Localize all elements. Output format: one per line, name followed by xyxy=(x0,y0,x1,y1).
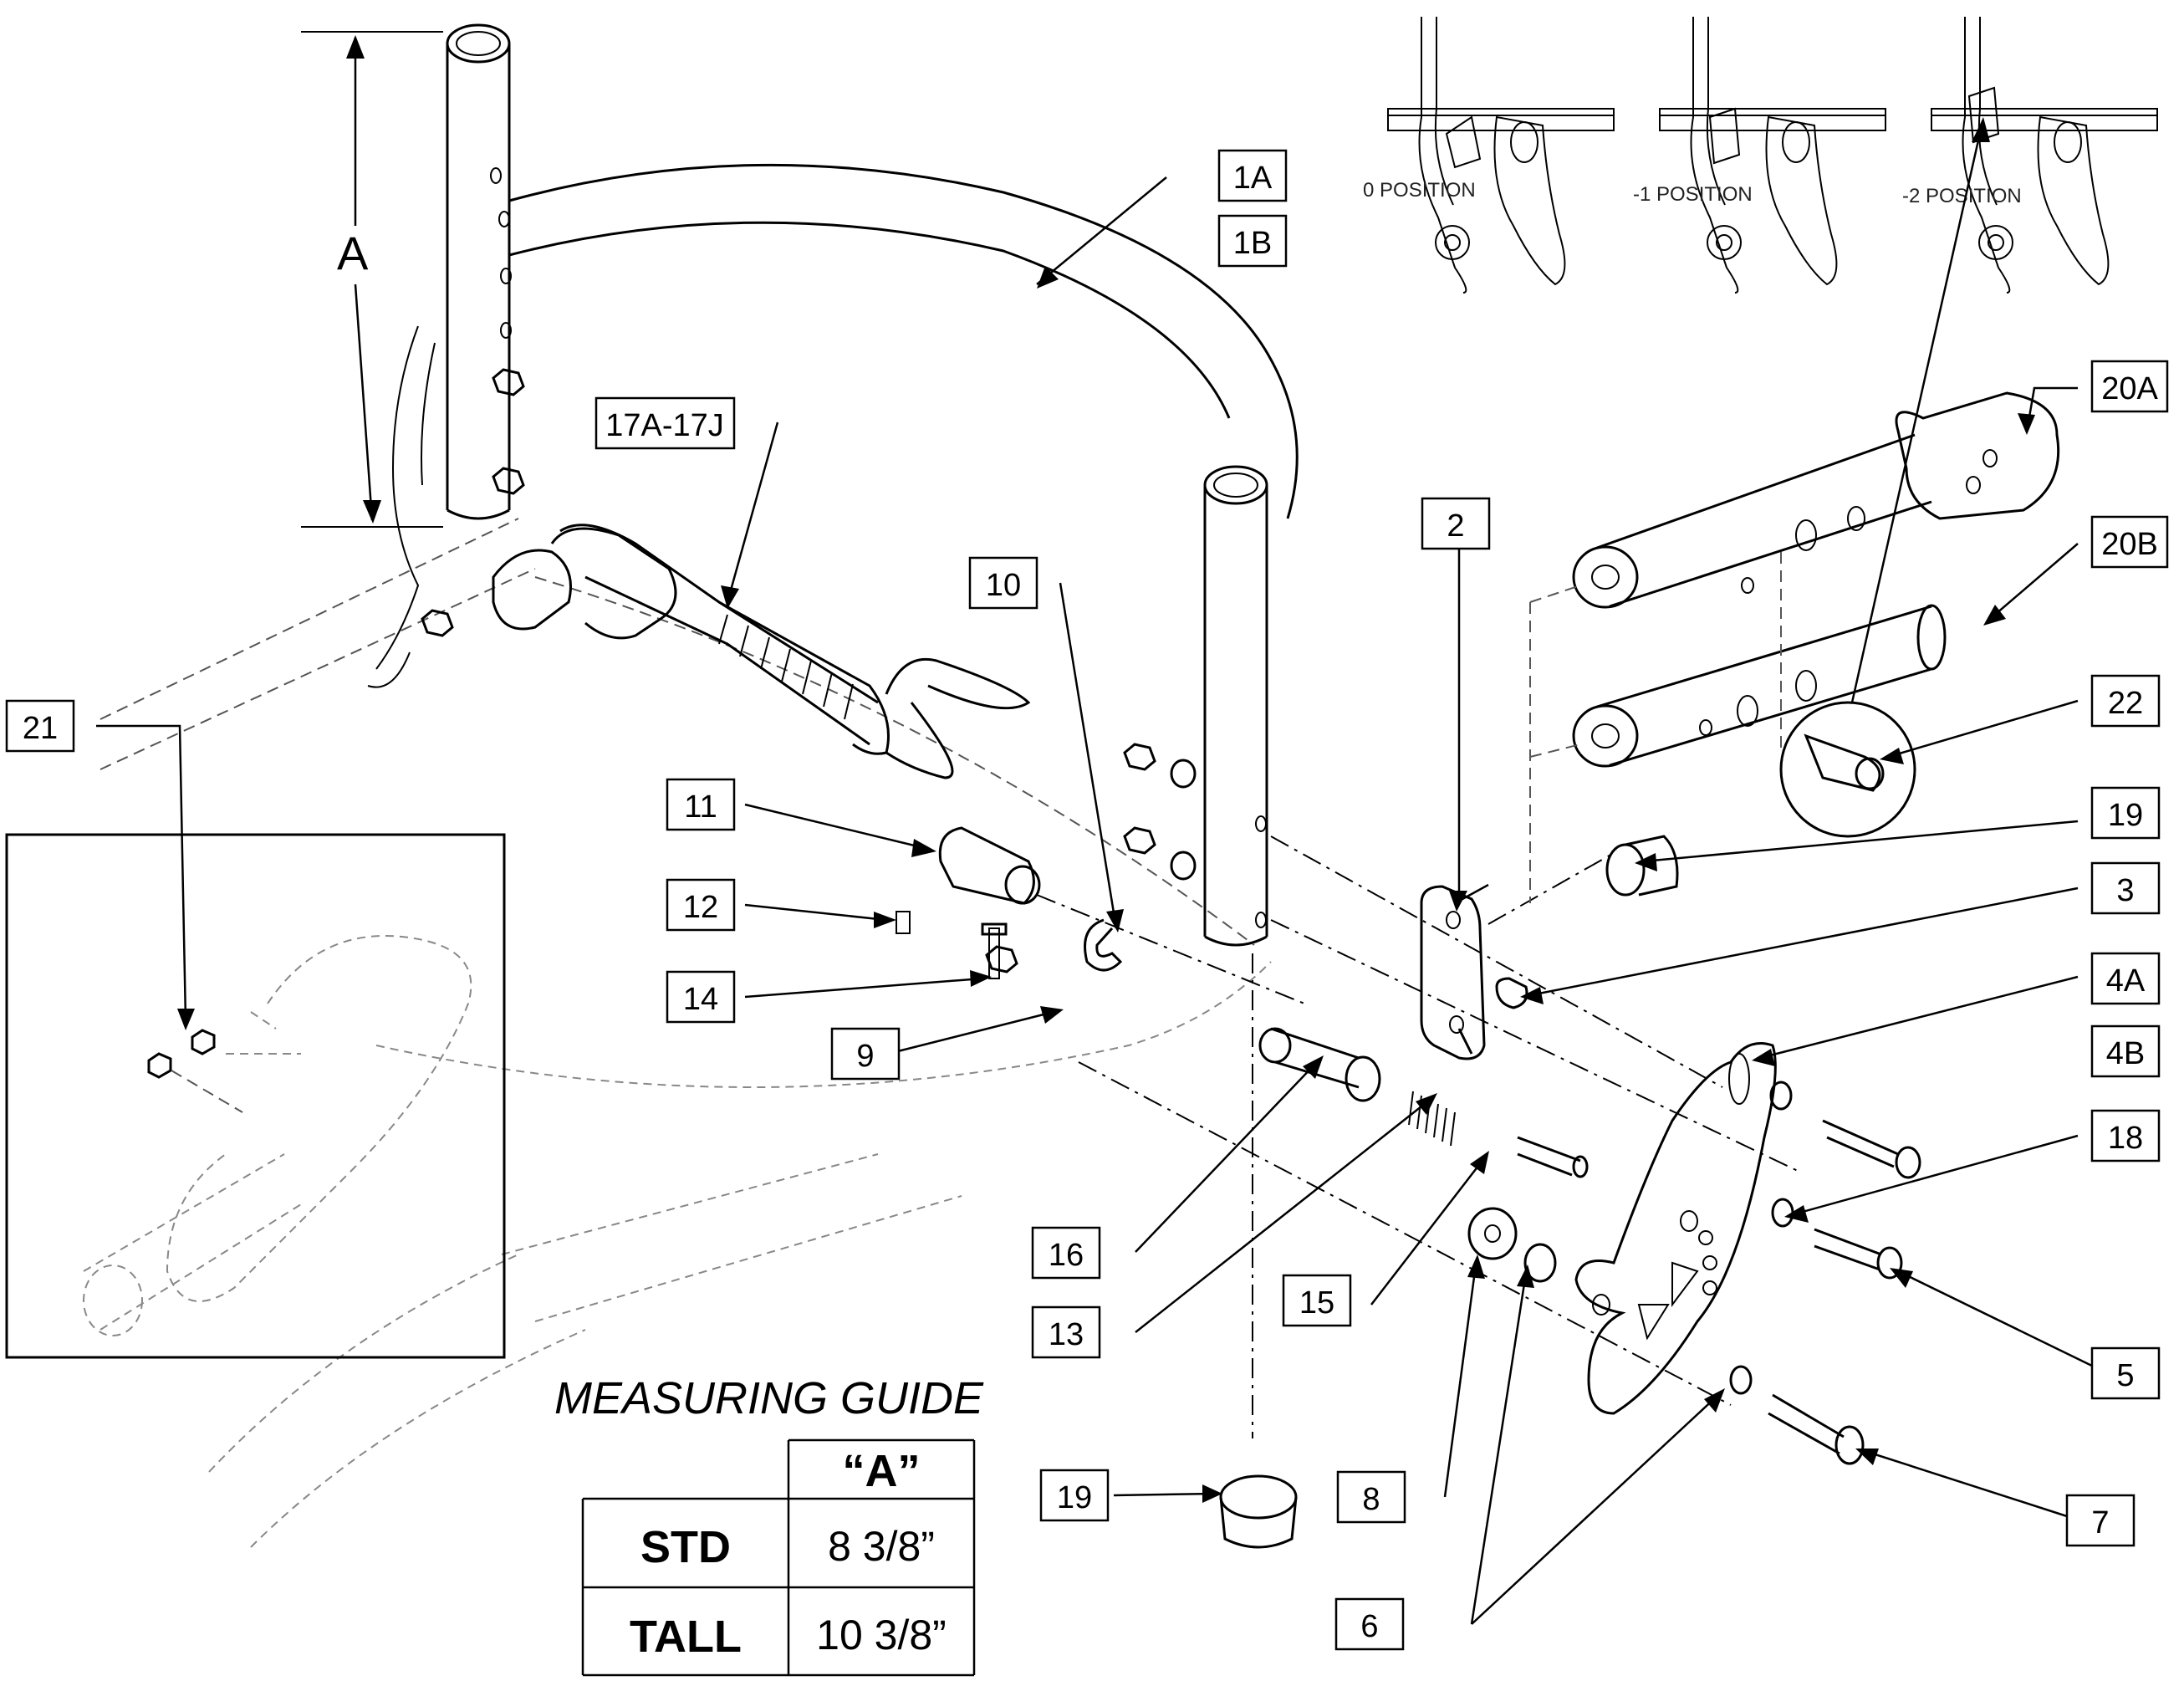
screws xyxy=(1729,1081,1921,1465)
svg-text:20B: 20B xyxy=(2101,527,2158,562)
svg-text:7: 7 xyxy=(2091,1505,2109,1540)
callout-22: 22 xyxy=(2090,674,2161,728)
detail-inset-21 xyxy=(5,833,506,1359)
table-row-tall-label: TALL xyxy=(630,1612,742,1662)
table-row-std-value: 8 3/8” xyxy=(828,1523,935,1570)
position-label-0: 0 POSITION xyxy=(1363,179,1476,202)
position-label-1: -1 POSITION xyxy=(1633,183,1753,206)
measuring-guide-table: “A” STD 8 3/8” TALL 10 3/8” xyxy=(581,1438,976,1677)
callout-1B: 1B xyxy=(1217,214,1288,268)
svg-text:9: 9 xyxy=(856,1039,874,1074)
dimension-a: A xyxy=(301,31,443,528)
callout-5: 5 xyxy=(2090,1346,2161,1400)
callout-7: 7 xyxy=(2065,1494,2136,1547)
callout-8: 8 xyxy=(1336,1470,1406,1524)
callout-17A-17J: 17A-17J xyxy=(594,396,736,450)
svg-text:5: 5 xyxy=(2116,1358,2134,1393)
leader-lines xyxy=(96,176,2100,1625)
callout-2: 2 xyxy=(1421,497,1491,550)
callout-21: 21 xyxy=(5,699,75,753)
position-label-2: -2 POSITION xyxy=(1902,185,2022,207)
svg-text:22: 22 xyxy=(2108,686,2143,721)
svg-text:2: 2 xyxy=(1447,508,1464,544)
callout-1A: 1A xyxy=(1217,149,1288,202)
callout-4B: 4B xyxy=(2090,1024,2161,1078)
callout-11: 11 xyxy=(666,778,736,831)
svg-text:6: 6 xyxy=(1360,1609,1378,1644)
svg-text:10: 10 xyxy=(986,568,1021,603)
svg-text:18: 18 xyxy=(2108,1121,2143,1156)
table-row-std-label: STD xyxy=(640,1522,731,1572)
pin-parts xyxy=(1078,953,1732,1549)
callout-10: 10 xyxy=(968,556,1038,610)
bracket-part xyxy=(1574,1042,1777,1415)
table-header-a: “A” xyxy=(843,1446,921,1496)
position-insets: 0 POSITION -1 POSITION -2 POSITION xyxy=(1363,17,2158,294)
svg-text:19: 19 xyxy=(1057,1480,1092,1515)
svg-text:19: 19 xyxy=(2108,798,2143,833)
strap-assembly xyxy=(492,524,1031,779)
svg-text:13: 13 xyxy=(1049,1317,1084,1352)
svg-text:4B: 4B xyxy=(2106,1036,2145,1071)
callout-15: 15 xyxy=(1282,1274,1352,1327)
callout-9: 9 xyxy=(830,1027,901,1081)
callout-20B: 20B xyxy=(2090,515,2169,569)
svg-text:8: 8 xyxy=(1362,1482,1380,1517)
svg-text:14: 14 xyxy=(683,982,718,1017)
position-inset-0 xyxy=(1387,17,1615,294)
svg-text:11: 11 xyxy=(684,789,717,825)
callout-3: 3 xyxy=(2090,861,2161,915)
dimension-a-label: A xyxy=(337,227,369,279)
svg-text:20A: 20A xyxy=(2101,371,2158,406)
callout-18: 18 xyxy=(2090,1109,2161,1162)
svg-text:17A-17J: 17A-17J xyxy=(605,408,724,443)
svg-text:12: 12 xyxy=(683,890,718,925)
callout-boxes: 1A 1B 2 3 4A 4B 5 6 xyxy=(5,149,2169,1651)
callout-19-upper: 19 xyxy=(2090,786,2161,840)
callout-16: 16 xyxy=(1031,1226,1101,1280)
position-inset-2 xyxy=(1931,17,2158,294)
callout-6: 6 xyxy=(1334,1597,1405,1651)
svg-text:1B: 1B xyxy=(1233,226,1272,261)
svg-text:4A: 4A xyxy=(2106,963,2146,999)
table-row-tall-value: 10 3/8” xyxy=(816,1612,947,1658)
extension-tubes xyxy=(1529,117,2060,903)
callout-4A: 4A xyxy=(2090,952,2161,1005)
latch-parts xyxy=(896,826,1305,1004)
position-inset-1 xyxy=(1659,17,1886,294)
measuring-guide: MEASURING GUIDE “A” STD 8 3/8” TALL 10 3… xyxy=(554,1373,984,1677)
measuring-guide-title: MEASURING GUIDE xyxy=(554,1373,984,1423)
callout-14: 14 xyxy=(666,970,736,1024)
plate-part xyxy=(1270,835,1799,1172)
svg-text:3: 3 xyxy=(2116,873,2134,908)
callout-19-lower: 19 xyxy=(1039,1469,1110,1522)
callout-20A: 20A xyxy=(2090,360,2169,413)
callout-12: 12 xyxy=(666,878,736,932)
svg-text:16: 16 xyxy=(1049,1238,1084,1273)
frame-tube-drawing xyxy=(100,23,1299,1548)
svg-text:21: 21 xyxy=(23,711,58,746)
svg-text:1A: 1A xyxy=(1233,161,1273,196)
callout-13: 13 xyxy=(1031,1305,1101,1359)
bushings xyxy=(1457,835,1679,1055)
svg-text:15: 15 xyxy=(1299,1285,1334,1321)
